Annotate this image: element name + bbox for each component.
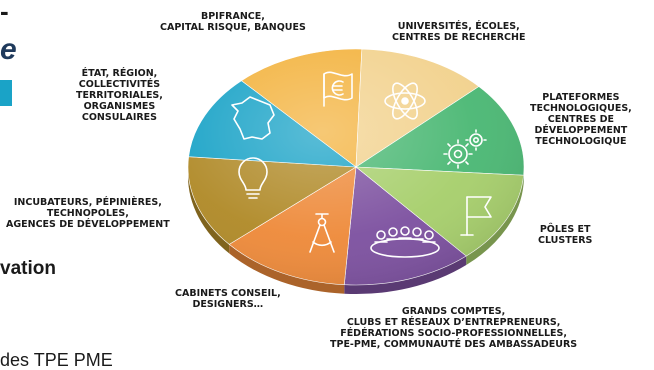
pie-top-layer xyxy=(188,49,524,285)
label-incubateurs: INCUBATEURS, PÉPINIÈRES, TECHNOPOLES, AG… xyxy=(6,197,170,230)
label-plateformes: PLATEFORMES TECHNOLOGIQUES, CENTRES DE D… xyxy=(530,92,632,147)
label-bpifrance: BPIFRANCE, CAPITAL RISQUE, BANQUES xyxy=(160,11,306,33)
label-cabinets: CABINETS CONSEIL, DESIGNERS… xyxy=(175,288,281,310)
label-universites: UNIVERSITÉS, ÉCOLES, CENTRES DE RECHERCH… xyxy=(392,21,525,43)
label-poles: PÔLES ET CLUSTERS xyxy=(538,224,592,246)
label-grands-comptes: GRANDS COMPTES, CLUBS ET RÉSEAUX D’ENTRE… xyxy=(330,306,577,350)
label-etat: ÉTAT, RÉGION, COLLECTIVITÉS TERRITORIALE… xyxy=(76,68,163,123)
